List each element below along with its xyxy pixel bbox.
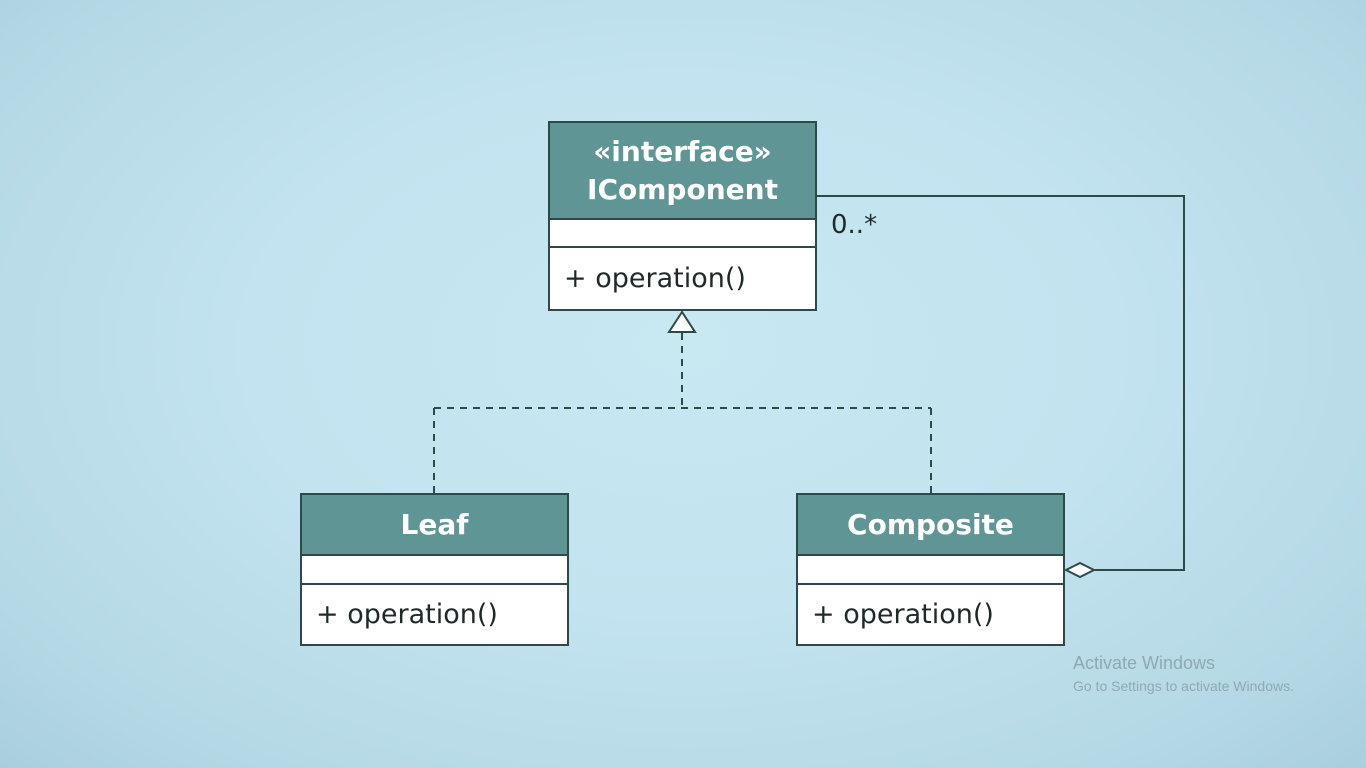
- icomponent-operations: + operation(): [550, 248, 815, 309]
- realization-connector: [433, 333, 932, 493]
- icomponent-attributes: [550, 220, 815, 248]
- composite-header: Composite: [798, 495, 1063, 556]
- leaf-class[interactable]: Leaf + operation(): [300, 493, 569, 646]
- icomponent-operation: + operation(): [564, 263, 746, 294]
- icomponent-header: «interface» IComponent: [550, 123, 815, 220]
- watermark-title: Activate Windows: [1073, 653, 1216, 673]
- icomponent-class[interactable]: «interface» IComponent + operation(): [548, 121, 817, 311]
- composite-operations: + operation(): [798, 585, 1063, 644]
- leaf-operation: + operation(): [316, 599, 498, 630]
- leaf-header: Leaf: [302, 495, 567, 556]
- leaf-attributes: [302, 556, 567, 585]
- realization-arrowhead: [667, 310, 697, 333]
- leaf-name: Leaf: [400, 508, 469, 541]
- aggregation-connector: [817, 195, 1185, 571]
- watermark-subtitle: Go to Settings to activate Windows.: [1073, 678, 1294, 694]
- composite-operation: + operation(): [812, 599, 994, 630]
- composite-attributes: [798, 556, 1063, 585]
- composite-name: Composite: [847, 508, 1014, 541]
- icomponent-name: IComponent: [587, 172, 778, 206]
- aggregation-multiplicity: 0..*: [831, 210, 878, 240]
- activation-watermark: Activate Windows Go to Settings to activ…: [1073, 652, 1294, 696]
- composite-class[interactable]: Composite + operation(): [796, 493, 1065, 646]
- leaf-operations: + operation(): [302, 585, 567, 644]
- icomponent-stereotype: «interface»: [593, 134, 772, 168]
- aggregation-diamond: [1063, 561, 1097, 579]
